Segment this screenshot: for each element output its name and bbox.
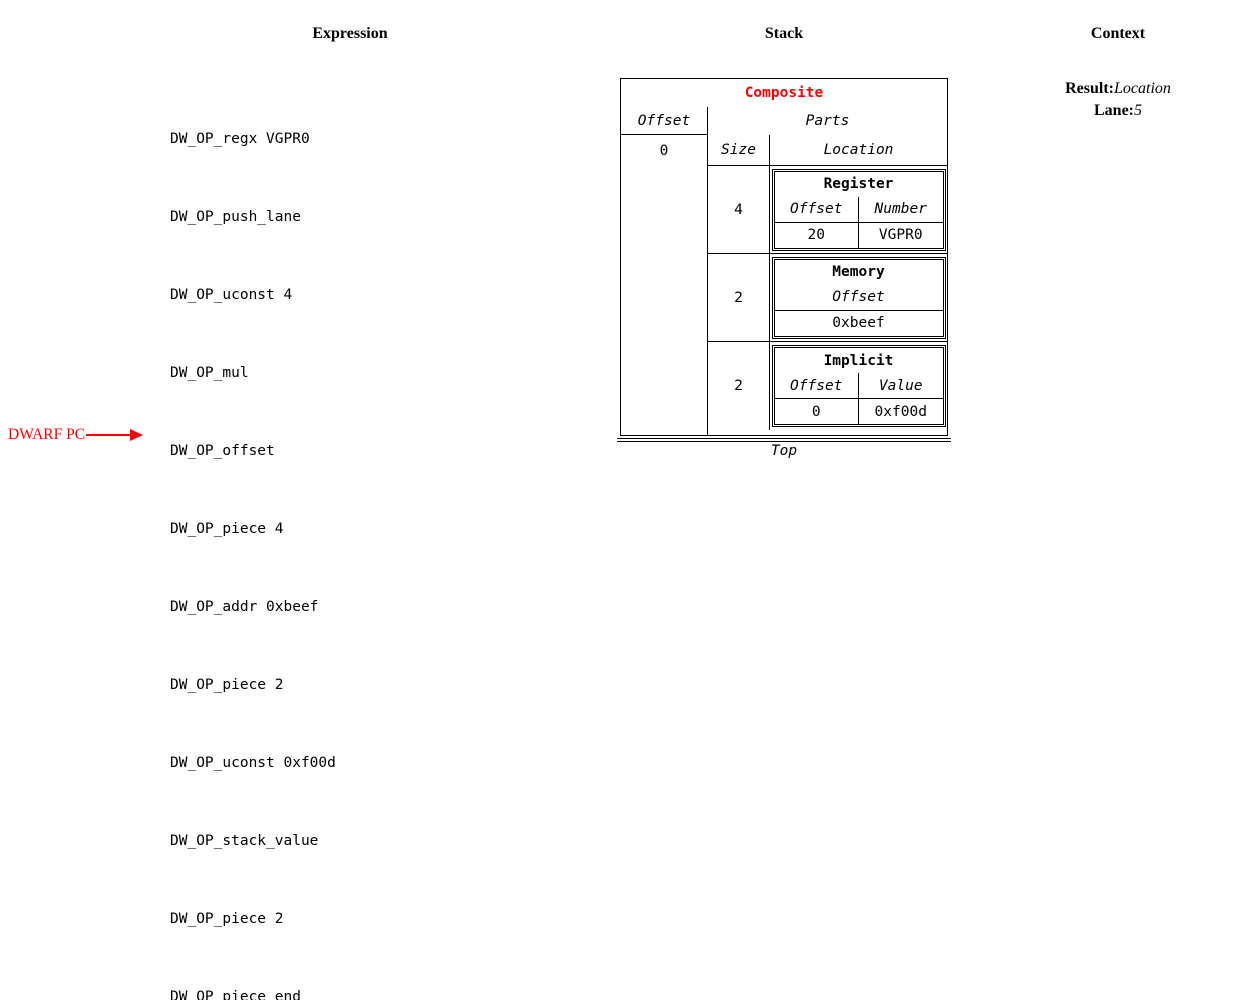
expression-line: DW_OP_piece 4	[170, 521, 284, 537]
context-value: 5	[1134, 102, 1142, 119]
expression-line: DW_OP_piece_end	[170, 989, 301, 1000]
stack-offset-header: Offset	[621, 107, 707, 135]
location-value-cell: VGPR0	[878, 227, 923, 243]
context-key: Result:	[1065, 80, 1114, 97]
stack-part-row: 4 Register Offset Number 20 VGPR0	[708, 166, 947, 254]
expression-line: DW_OP_uconst 4	[170, 287, 293, 303]
expression-line: DW_OP_uconst 0xf00d	[170, 755, 336, 771]
stack-part-size: 4	[708, 166, 770, 253]
location-value-cell: 0xbeef	[832, 315, 885, 331]
stack-location-header: Location	[770, 135, 947, 166]
expression-line: DW_OP_offset	[170, 443, 275, 459]
stack-part-size: 2	[708, 342, 770, 430]
column-heading-expression: Expression	[312, 25, 388, 42]
location-header-cell: Offset	[775, 373, 859, 398]
location-title: Register	[823, 176, 894, 192]
location-header-cell: Number	[874, 201, 927, 217]
stack-parts-body: 4 Register Offset Number 20 VGPR0 2	[708, 166, 947, 435]
column-heading-context: Context	[1090, 25, 1146, 42]
stack-parts-header: Parts	[805, 113, 850, 129]
location-title: Implicit	[823, 352, 894, 369]
stack-part-size: 2	[708, 254, 770, 341]
location-header-row: Offset Number	[774, 196, 943, 223]
dwarf-pc-label: DWARF PC	[8, 426, 86, 443]
expression-line: DW_OP_stack_value	[170, 833, 319, 849]
location-header-cell: Offset	[775, 196, 859, 222]
column-heading-stack: Stack	[764, 25, 804, 42]
location-header-row: Offset Value	[774, 373, 943, 399]
location-value-row: 0 0xf00d	[775, 399, 943, 424]
location-value-cell: 20	[775, 222, 859, 248]
stack-top-label: Top	[770, 443, 798, 459]
stack-part-location: Register Offset Number 20 VGPR0	[770, 166, 947, 253]
location-value-row: 0xbeef	[775, 311, 943, 336]
context-key: Lane:	[1094, 102, 1134, 119]
dwarf-pc-pointer: DWARF PC	[8, 426, 146, 444]
location-box-memory: Memory Offset 0xbeef	[770, 255, 947, 340]
stack-offset-value: 0	[659, 142, 669, 159]
expression-line: DW_OP_regx VGPR0	[170, 131, 310, 147]
context-entry-lane: Lane:5	[1018, 100, 1218, 122]
location-value-row: 20 VGPR0	[775, 222, 943, 248]
stack-size-header: Size	[708, 135, 770, 166]
location-value-cell: 0xf00d	[874, 403, 927, 420]
location-header-row: Offset	[774, 285, 943, 311]
stack-entry-title: Composite	[744, 85, 824, 101]
context-value: Location	[1114, 80, 1171, 97]
expression-line: DW_OP_mul	[170, 365, 249, 381]
stack-offset-column: Offset 0	[621, 107, 708, 435]
stack-part-row: 2 Implicit Offset Value 0 0xf00d	[708, 342, 947, 430]
stack-table: Composite Offset 0 Parts Size Location 4…	[620, 78, 948, 436]
context-entry-result: Result:Location	[1018, 78, 1218, 100]
location-box-implicit: Implicit Offset Value 0 0xf00d	[770, 344, 947, 428]
arrow-right-icon	[86, 429, 146, 441]
location-header-cell: Value	[878, 377, 923, 394]
context-body: Result:Location Lane:5	[1018, 78, 1218, 122]
expression-list: DW_OP_regx VGPR0 DW_OP_push_lane DW_OP_u…	[170, 74, 336, 1000]
location-title: Memory	[832, 264, 885, 280]
stack-part-location: Memory Offset 0xbeef	[770, 254, 947, 341]
stack-part-location: Implicit Offset Value 0 0xf00d	[770, 342, 947, 430]
location-box-register: Register Offset Number 20 VGPR0	[770, 167, 947, 252]
location-header-cell: Offset	[832, 289, 885, 305]
expression-line: DW_OP_push_lane	[170, 209, 301, 225]
stack-part-row: 2 Memory Offset 0xbeef	[708, 254, 947, 342]
expression-line: DW_OP_piece 2	[170, 911, 284, 927]
location-value-cell: 0	[775, 399, 859, 424]
stack-bottom-rule	[617, 438, 951, 442]
expression-line: DW_OP_addr 0xbeef	[170, 599, 319, 615]
expression-line: DW_OP_piece 2	[170, 677, 284, 693]
